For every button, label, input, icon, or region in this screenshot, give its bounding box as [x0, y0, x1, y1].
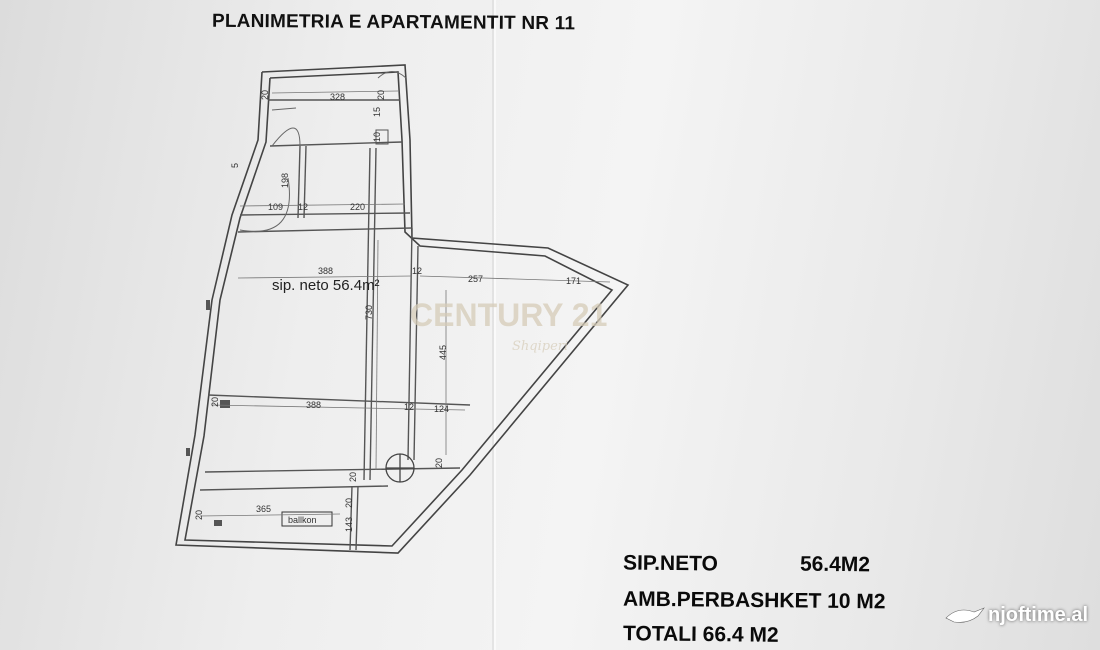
- dimension-label: 365: [256, 504, 271, 514]
- net-area-label: sip. neto 56.4m²: [272, 277, 380, 294]
- dimension-label: 20: [348, 472, 358, 482]
- paper-fold: [492, 0, 494, 650]
- total-area-summary: TOTALI 66.4 M2: [622, 622, 779, 647]
- dimension-label: 328: [330, 92, 345, 102]
- watermark-brand: CENTURY 21: [410, 297, 607, 333]
- dimension-label: 20: [210, 397, 220, 407]
- dimension-label: 445: [438, 345, 448, 360]
- dimension-label: 20: [344, 498, 354, 508]
- dimension-label: 220: [350, 202, 365, 212]
- column: [385, 453, 415, 483]
- site-name: njoftime.al: [987, 603, 1088, 626]
- bird-icon: [945, 607, 985, 623]
- small-fixtures: [186, 129, 389, 526]
- balcony-label: ballkon: [288, 515, 317, 525]
- dimension-label: 20: [260, 90, 270, 100]
- outer-walls: [175, 64, 630, 554]
- dimension-label: 12: [412, 266, 422, 276]
- paper-fold-highlight: [494, 0, 496, 650]
- interior-walls: [199, 99, 471, 551]
- common-area-summary: AMB.PERBASHKET 10 M2: [622, 587, 886, 614]
- dimension-label: 257: [468, 274, 483, 284]
- dimension-label: 10: [372, 132, 382, 142]
- dimension-label: 198: [280, 173, 290, 188]
- dimension-label: 5: [230, 163, 240, 168]
- site-logo[interactable]: njoftime.al: [944, 602, 1088, 628]
- dimension-label: 20: [376, 90, 386, 100]
- dimension-label: 388: [318, 266, 333, 276]
- dimension-label: 171: [566, 276, 581, 286]
- dimension-label: 20: [194, 510, 204, 520]
- dimension-label: 124: [434, 404, 449, 414]
- net-area-summary-label: SIP.NETO: [622, 551, 719, 576]
- balcony-label-box: [281, 511, 333, 527]
- dimension-label: 109: [268, 202, 283, 212]
- dimension-label: 12: [404, 402, 414, 412]
- dimension-lines: [199, 90, 611, 517]
- dimension-label: 143: [344, 517, 354, 532]
- watermark-sub: Shqiperi: [512, 339, 568, 354]
- dimension-label: 15: [372, 107, 382, 117]
- dimension-label: 20: [434, 458, 444, 468]
- dimension-label: 388: [306, 400, 321, 410]
- door-swings: [239, 71, 407, 232]
- dimension-label: 730: [364, 305, 374, 320]
- net-area-summary-value: 56.4M2: [799, 552, 871, 577]
- dimension-label: 12: [298, 202, 308, 212]
